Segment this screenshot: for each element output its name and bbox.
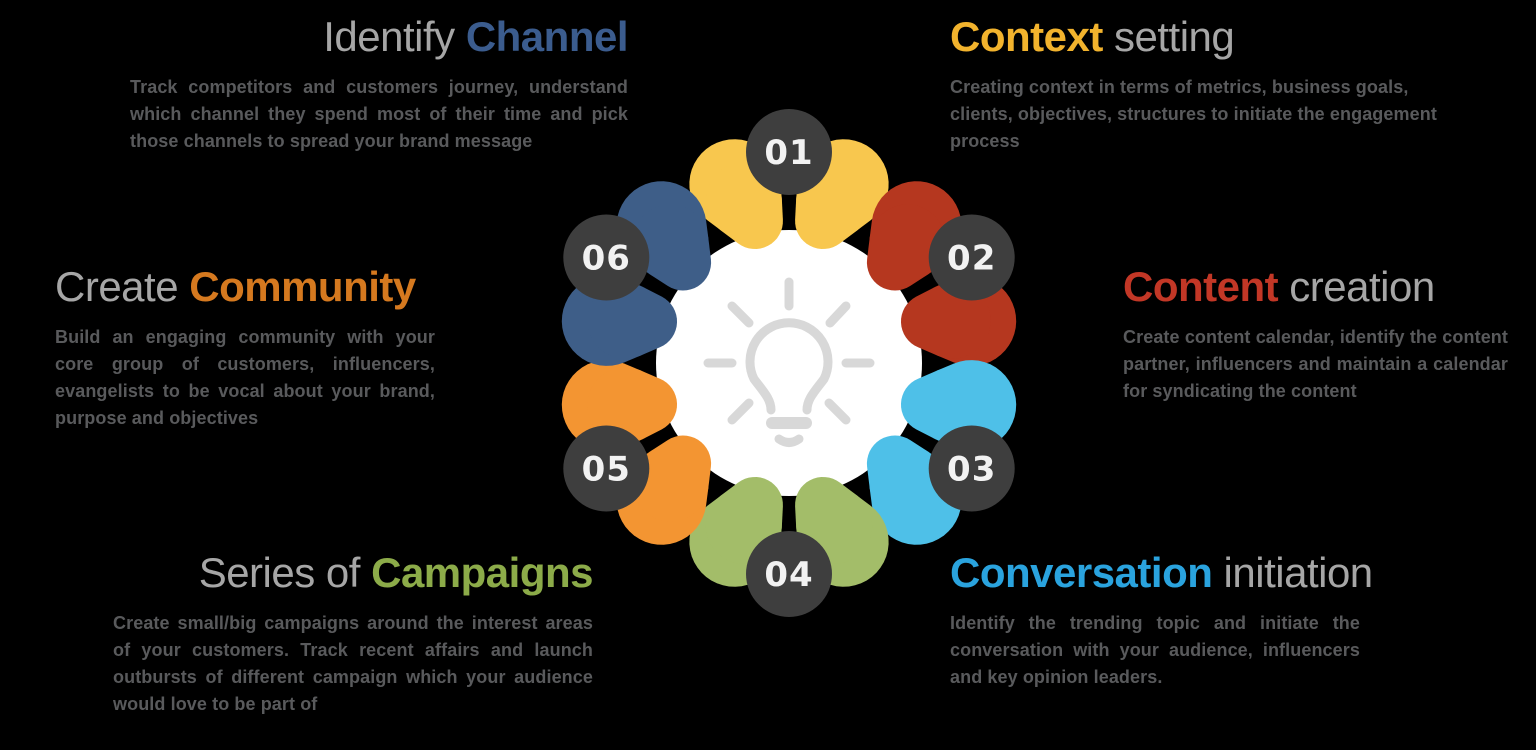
title-part: initiation [1212, 549, 1374, 596]
section-body: Track competitors and customers journey,… [130, 77, 628, 151]
petal-06-a [587, 282, 677, 359]
petal-06-b [632, 204, 712, 291]
title-part: Create [55, 263, 190, 310]
step-number-03: 03 [947, 450, 996, 490]
section-title: Content creation [1123, 264, 1508, 310]
section-title: Conversation initiation [950, 549, 1373, 596]
step-badge-06 [563, 214, 650, 301]
title-part-accent: Content [1123, 263, 1279, 310]
hub-circle [656, 230, 922, 496]
step-badge-01 [746, 109, 832, 195]
section-content-creation: Content creation Create content calendar… [1123, 264, 1508, 405]
lightbulb-glass [745, 318, 833, 415]
petal-02-b [901, 282, 991, 359]
petal-05-a [632, 435, 712, 522]
section-body: Create small/big campaigns around the in… [113, 613, 593, 714]
step-number-05: 05 [582, 450, 631, 490]
title-part: creation [1278, 263, 1435, 310]
petal-03-a [901, 367, 991, 444]
section-title: Create Community [55, 264, 435, 310]
title-part: Identify [323, 13, 466, 60]
title-part-accent: Conversation [950, 549, 1213, 596]
lightbulb-rays [703, 277, 875, 425]
section-title: Series of Campaigns [113, 549, 594, 596]
step-number-06: 06 [582, 239, 631, 279]
section-series-of-campaigns: Series of Campaigns Create small/big cam… [113, 550, 593, 718]
title-part-accent: Community [189, 263, 416, 310]
title-part-accent: Campaigns [371, 549, 593, 596]
section-identify-channel: Identify Channel Track competitors and c… [130, 14, 629, 155]
step-number-01: 01 [764, 133, 813, 173]
title-part: setting [1102, 13, 1235, 60]
step-number-02: 02 [947, 239, 996, 279]
section-context-setting: Context setting Creating context in term… [950, 14, 1460, 155]
lightbulb-base-tip [774, 434, 804, 447]
section-body: Creating context in terms of metrics, bu… [950, 77, 1437, 151]
section-conversation-initiation: Conversation initiation Identify the tre… [950, 549, 1373, 691]
section-title: Identify Channel [130, 14, 628, 60]
lightbulb-icon [703, 277, 875, 447]
title-part-accent: Context [950, 13, 1103, 60]
title-part-accent: Channel [465, 13, 629, 60]
petal-03-b [866, 435, 946, 522]
section-title: Context setting [950, 14, 1460, 60]
step-badges: 01 02 03 04 05 06 [563, 109, 1015, 617]
step-badge-02 [928, 214, 1015, 301]
section-create-community: Create Community Build an engaging commu… [55, 264, 435, 432]
section-body: Identify the trending topic and initiate… [950, 613, 1360, 687]
petal-05-b [587, 367, 677, 444]
step-badge-05 [563, 425, 650, 512]
title-part: Series of [198, 549, 372, 596]
section-body: Build an engaging community with your co… [55, 327, 435, 428]
section-body: Create content calendar, identify the co… [1123, 327, 1508, 401]
step-badge-04 [746, 531, 832, 617]
step-number-04: 04 [764, 555, 813, 595]
step-badge-03 [928, 425, 1015, 512]
petal-02-a [866, 204, 946, 291]
